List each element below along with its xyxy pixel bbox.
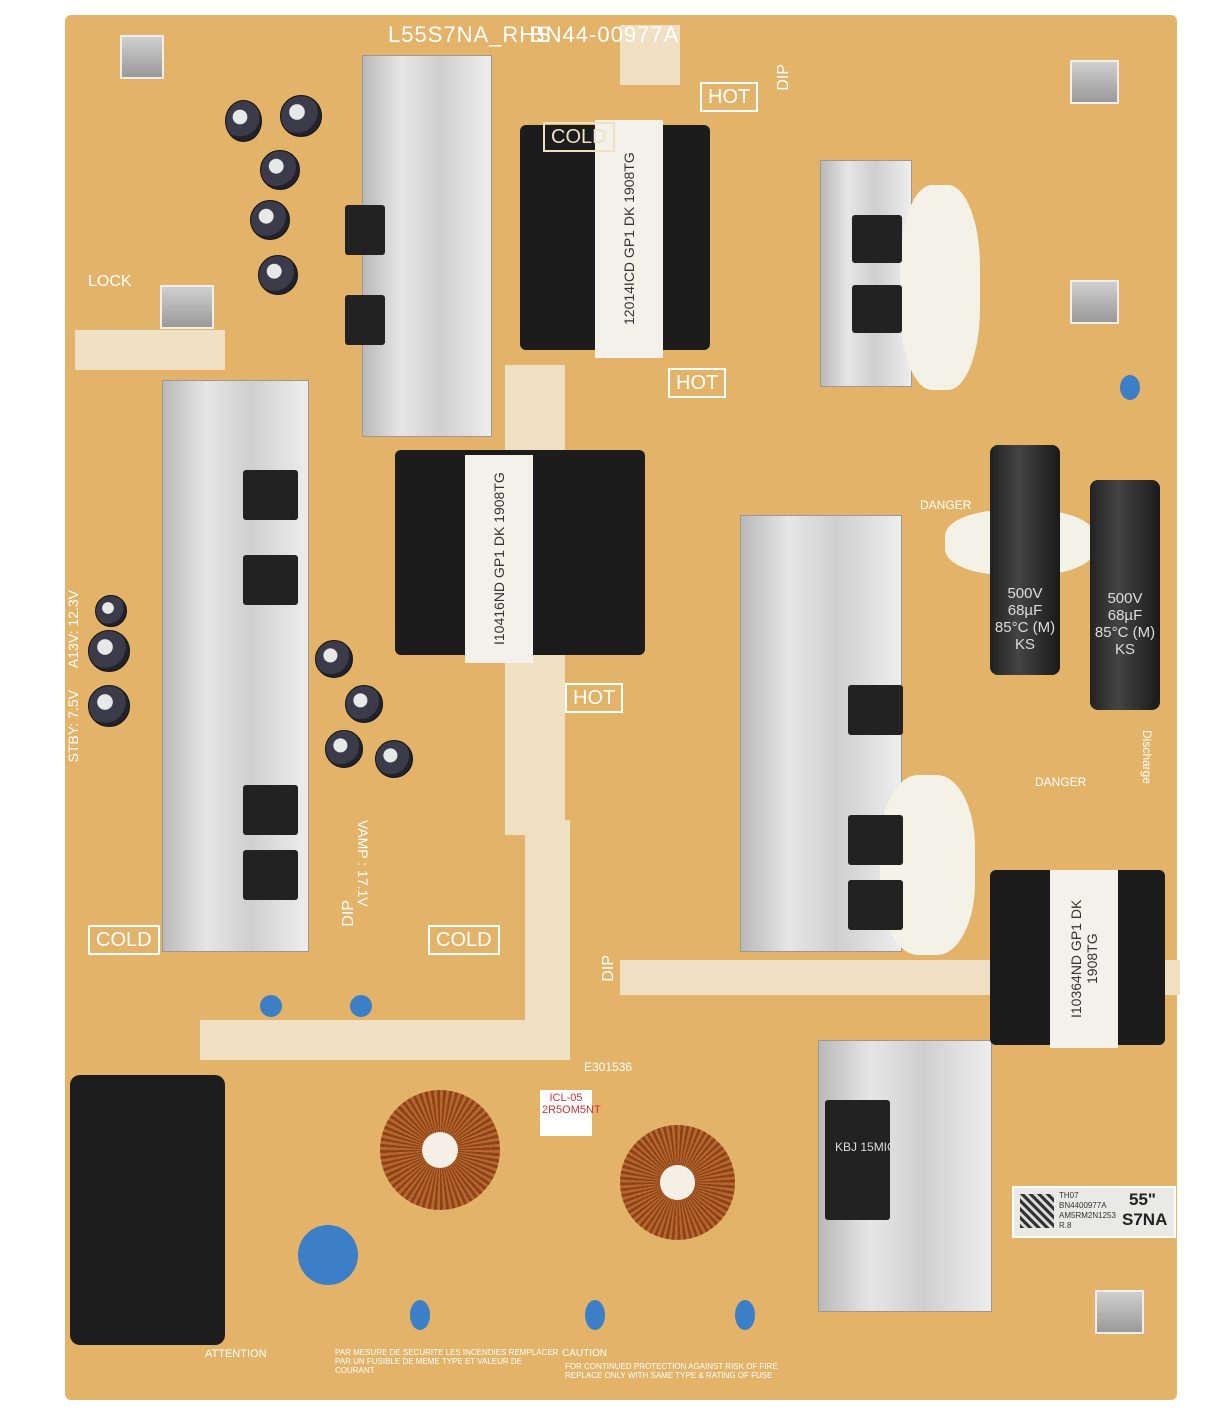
transformer-label: I10364ND GP1 DK 1908TG [1050,870,1118,1048]
caution-text: FOR CONTINUED PROTECTION AGAINST RISK OF… [565,1362,778,1380]
transistor [345,295,385,345]
lock-label: LOCK [88,273,132,290]
transistor [243,555,298,605]
transformer-label: I10416ND GP1 DK 1908TG [465,455,533,663]
trace [620,25,680,85]
capacitor [345,685,383,723]
hot-label: HOT [565,683,624,713]
transformer-label: 12014ICD GP1 DK 1908TG [595,120,663,358]
lug [1070,280,1119,324]
transistor [848,815,903,865]
y-capacitor [350,995,372,1017]
sticker-line: TH07 [1059,1191,1079,1200]
glue [900,185,980,390]
part-label: BN44-00977A [530,22,680,47]
lug [1070,60,1119,104]
dip-label: DIP [775,64,792,91]
varistor [298,1225,358,1285]
toroid-choke [620,1125,735,1240]
capacitor [375,740,413,778]
capacitor [315,640,353,678]
trace [200,1020,570,1060]
toroid-choke [380,1090,500,1210]
trace [525,820,570,1050]
vamp-label: VAMP : 17.1V [355,820,371,907]
hot-label: HOT [668,368,727,398]
y-capacitor [735,1300,755,1330]
y-capacitor [410,1300,430,1330]
lug [160,285,214,329]
model-label: L55S7NA_RHS [388,22,552,47]
transistor [848,880,903,930]
y-capacitor [260,995,282,1017]
capacitor [325,730,363,768]
cold-label: COLD [428,925,500,955]
sticker-text-block: TH07 BN4400977A AM5RM2N1253 R.8 [1059,1191,1116,1231]
capacitor [88,630,130,672]
sticker-line: BN4400977A [1059,1201,1107,1210]
discharge-label: Discharge [1140,730,1154,785]
stby-label: STBY: 7.5V [65,690,81,763]
lug [1095,1290,1144,1334]
ul-number: E301536 [584,1060,633,1074]
ac-inlet [70,1075,225,1345]
sticker-model: S7NA [1122,1210,1168,1229]
transistor [243,785,298,835]
attention-text: PAR MESURE DE SECURITE LES INCENDIES REM… [335,1348,559,1375]
caution-label: CAUTION [562,1348,607,1359]
lug [120,35,164,79]
attention-label: ATTENTION [205,1348,267,1360]
cold-label: COLD [88,925,160,955]
capacitor [258,255,298,295]
capacitor [260,150,300,190]
qr-code [1020,1194,1054,1228]
capacitor [280,95,322,137]
y-capacitor [1120,375,1140,400]
transistor [852,285,902,333]
trace [75,330,225,370]
transistor [243,850,298,900]
bulk-capacitor: 500V 68µF 85°C (M) KS [990,445,1060,675]
danger-label: DANGER [1035,775,1087,789]
sticker-line: AM5RM2N1253 [1059,1211,1116,1220]
bridge-label: KBJ 15MIO [835,1140,897,1154]
thermistor: ICL-05 2R5OM5NT [540,1090,601,1136]
model-sticker: TH07 BN4400977A AM5RM2N1253 R.8 55" S7NA [1012,1186,1176,1238]
cold-label: COLD [543,122,615,152]
bulk-capacitor: 500V 68µF 85°C (M) KS [1090,480,1160,710]
hot-label: HOT [700,82,759,112]
transistor [345,205,385,255]
transistor [852,215,902,263]
capacitor [95,595,127,627]
transistor [848,685,903,735]
transistor [243,470,298,520]
capacitor [88,685,130,727]
bridge-rectifier [825,1100,890,1220]
sticker-line: R.8 [1059,1221,1072,1230]
sticker-size: 55" [1129,1190,1156,1209]
y-capacitor [585,1300,605,1330]
danger-label: DANGER [920,498,972,512]
dip-label: DIP [600,955,617,982]
capacitor [225,100,262,142]
heatsink [820,160,912,387]
capacitor [250,200,290,240]
a13v-label: A13V: 12.3V [65,590,81,669]
